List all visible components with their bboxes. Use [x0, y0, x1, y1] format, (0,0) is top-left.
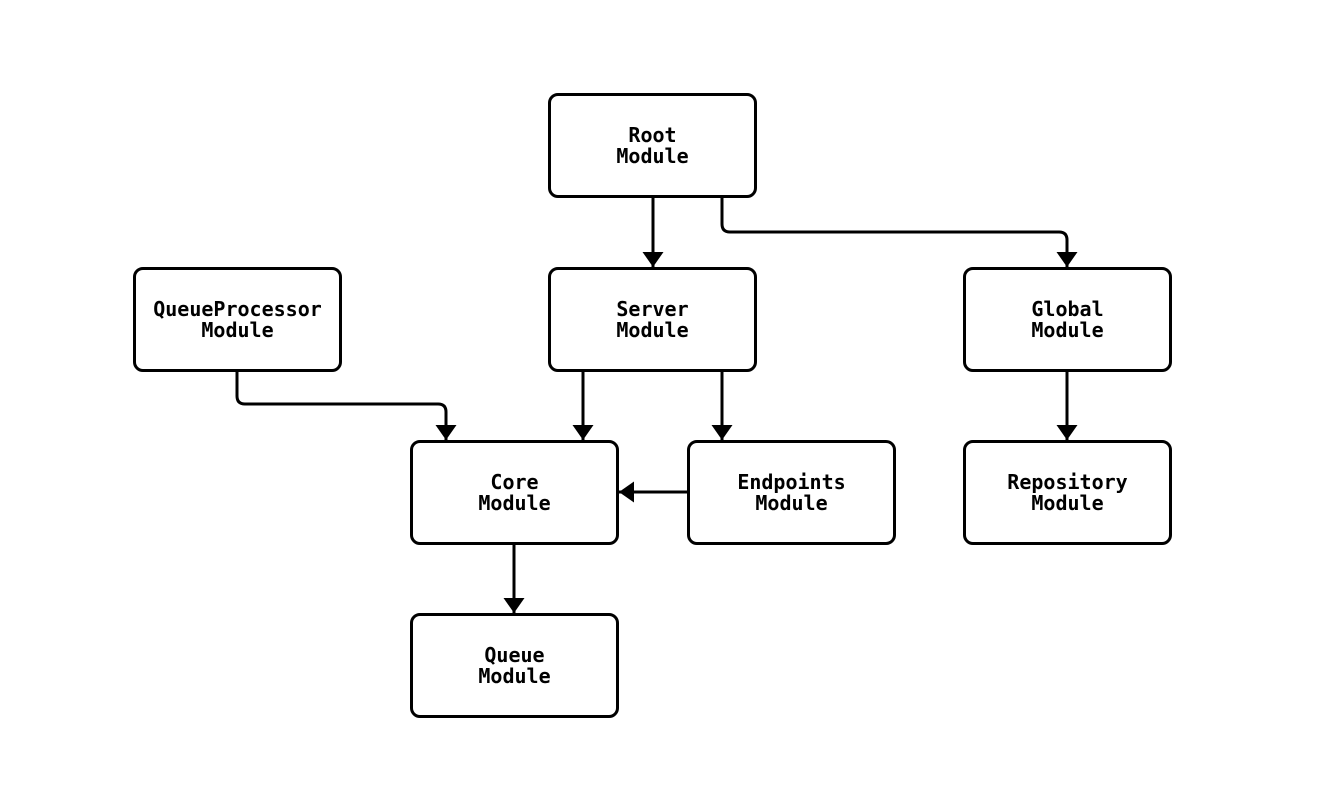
node-label-line: Endpoints [737, 469, 846, 494]
node-label-line: Module [755, 490, 828, 515]
node-label-line: Module [1031, 490, 1104, 515]
node-label-line: Server [616, 296, 689, 321]
edge-root-global [720, 198, 1078, 267]
node-label-line: Module [616, 317, 689, 342]
node-label-line: Global [1031, 296, 1104, 321]
node-label-line: Module [201, 317, 274, 342]
node-label-line: Module [616, 143, 689, 168]
node-label-line: Module [478, 663, 551, 688]
node-label-line: Module [478, 490, 551, 515]
node-label-line: QueueProcessor [153, 296, 322, 321]
node-label-line: Repository [1007, 469, 1128, 494]
edge-queueprocessor-core [235, 372, 457, 440]
edge-group [235, 198, 1078, 613]
node-label-line: Core [490, 469, 539, 494]
node-label-line: Module [1031, 317, 1104, 342]
node-label-line: Queue [484, 642, 545, 667]
node-label-line: Root [628, 122, 677, 147]
